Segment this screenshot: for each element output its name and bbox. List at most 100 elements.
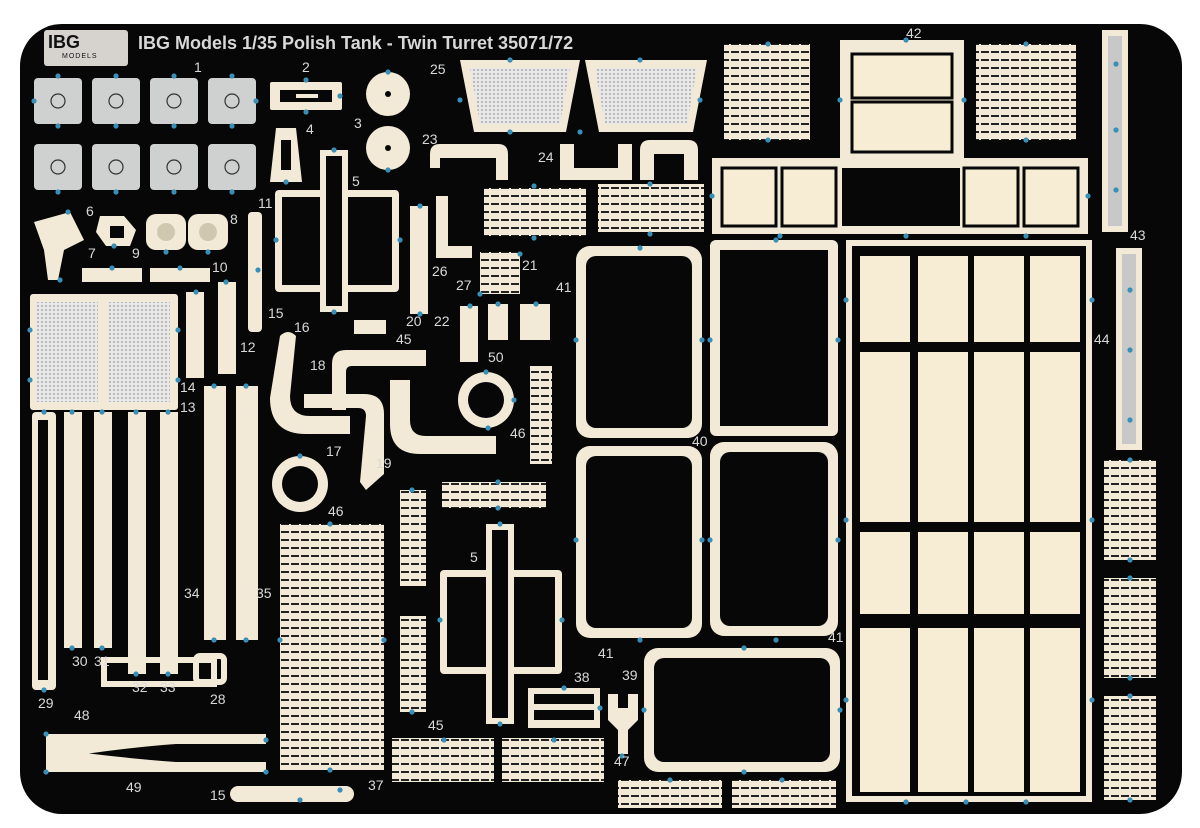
grid-cell [1030, 628, 1080, 792]
part-label-41: 41 [598, 645, 614, 661]
part-label-29: 29 [38, 695, 54, 711]
part-label-49: 49 [126, 779, 142, 795]
grid-cell [974, 532, 1024, 614]
attachment-tab [1089, 517, 1095, 523]
attachment-tab [1113, 61, 1119, 67]
attachment-tab [31, 98, 37, 104]
part-label-42: 42 [906, 25, 922, 41]
attachment-tab [835, 537, 841, 543]
attachment-tab [483, 369, 489, 375]
attachment-tab [297, 797, 303, 803]
attachment-tab [1127, 347, 1133, 353]
attachment-tab [57, 277, 63, 283]
grid-cell [918, 352, 968, 522]
attachment-tab [113, 123, 119, 129]
part-label-35: 35 [256, 585, 272, 601]
grid-cell [918, 256, 968, 342]
grid-cell [860, 628, 910, 792]
part-label-5: 5 [352, 173, 360, 189]
attachment-tab [165, 409, 171, 415]
attachment-tab [1127, 675, 1133, 681]
attachment-tab [647, 181, 653, 187]
attachment-tab [1127, 575, 1133, 581]
attachment-tab [441, 737, 447, 743]
attachment-tab [229, 189, 235, 195]
attachment-tab [1127, 287, 1133, 293]
attachment-tab [55, 73, 61, 79]
attachment-tab [903, 799, 909, 805]
attachment-tab [1113, 187, 1119, 193]
part-label-24: 24 [538, 149, 554, 165]
attachment-tab [961, 97, 967, 103]
attachment-tab [667, 777, 673, 783]
part-label-41: 41 [556, 279, 572, 295]
attachment-tabs [27, 37, 1133, 805]
attachment-tab [397, 237, 403, 243]
grid-cell [860, 532, 910, 614]
attachment-tab [99, 645, 105, 651]
attachment-tab [507, 57, 513, 63]
grid-cell [974, 352, 1024, 522]
attachment-tab [223, 279, 229, 285]
part-label-41: 41 [828, 629, 844, 645]
attachment-tab [1113, 127, 1119, 133]
attachment-tab [495, 301, 501, 307]
part-label-38: 38 [574, 669, 590, 685]
attachment-tab [263, 769, 269, 775]
grid-cell [918, 532, 968, 614]
brand-logo: IBG MODELS [44, 30, 128, 66]
attachment-tab [255, 267, 261, 273]
part-label-27: 27 [456, 277, 472, 293]
part-label-6: 6 [86, 203, 94, 219]
part-label-45: 45 [428, 717, 444, 733]
grid-cell [1030, 352, 1080, 522]
part-label-46: 46 [328, 503, 344, 519]
attachment-tab [273, 237, 279, 243]
attachment-tab [773, 637, 779, 643]
attachment-tab [41, 687, 47, 693]
attachment-tab [55, 189, 61, 195]
part-label-22: 22 [434, 313, 450, 329]
attachment-tab [327, 767, 333, 773]
attachment-tab [837, 97, 843, 103]
attachment-tab [1127, 797, 1133, 803]
part-label-19: 19 [376, 455, 392, 471]
part-label-47: 47 [614, 753, 630, 769]
attachment-tab [111, 243, 117, 249]
part-1-pads [34, 78, 256, 190]
fret-title: IBG Models 1/35 Polish Tank - Twin Turre… [138, 33, 574, 53]
attachment-tab [175, 377, 181, 383]
attachment-tab [1023, 233, 1029, 239]
part-label-18: 18 [310, 357, 326, 373]
attachment-tab [573, 537, 579, 543]
attachment-tab [497, 521, 503, 527]
part-label-26: 26 [432, 263, 448, 279]
part-label-15: 15 [210, 787, 226, 803]
attachment-tab [385, 167, 391, 173]
attachment-tab [133, 671, 139, 677]
attachment-tab [1085, 193, 1091, 199]
attachment-tab [551, 737, 557, 743]
part-label-3: 3 [354, 115, 362, 131]
attachment-tab [531, 183, 537, 189]
attachment-tab [533, 301, 539, 307]
attachment-tab [303, 109, 309, 115]
attachment-tab [27, 327, 33, 333]
attachment-tab [1127, 457, 1133, 463]
part-label-39: 39 [622, 667, 638, 683]
part-label-5: 5 [470, 549, 478, 565]
part-label-7: 7 [88, 245, 96, 261]
attachment-tab [69, 645, 75, 651]
part-label-25: 25 [430, 61, 446, 77]
attachment-tab [497, 721, 503, 727]
attachment-tab [211, 383, 217, 389]
attachment-tab [331, 147, 337, 153]
grid-cell [974, 256, 1024, 342]
attachment-tab [699, 337, 705, 343]
attachment-tab [171, 123, 177, 129]
attachment-tab [99, 409, 105, 415]
attachment-tab [773, 237, 779, 243]
attachment-tab [843, 697, 849, 703]
part-label-4: 4 [306, 121, 314, 137]
